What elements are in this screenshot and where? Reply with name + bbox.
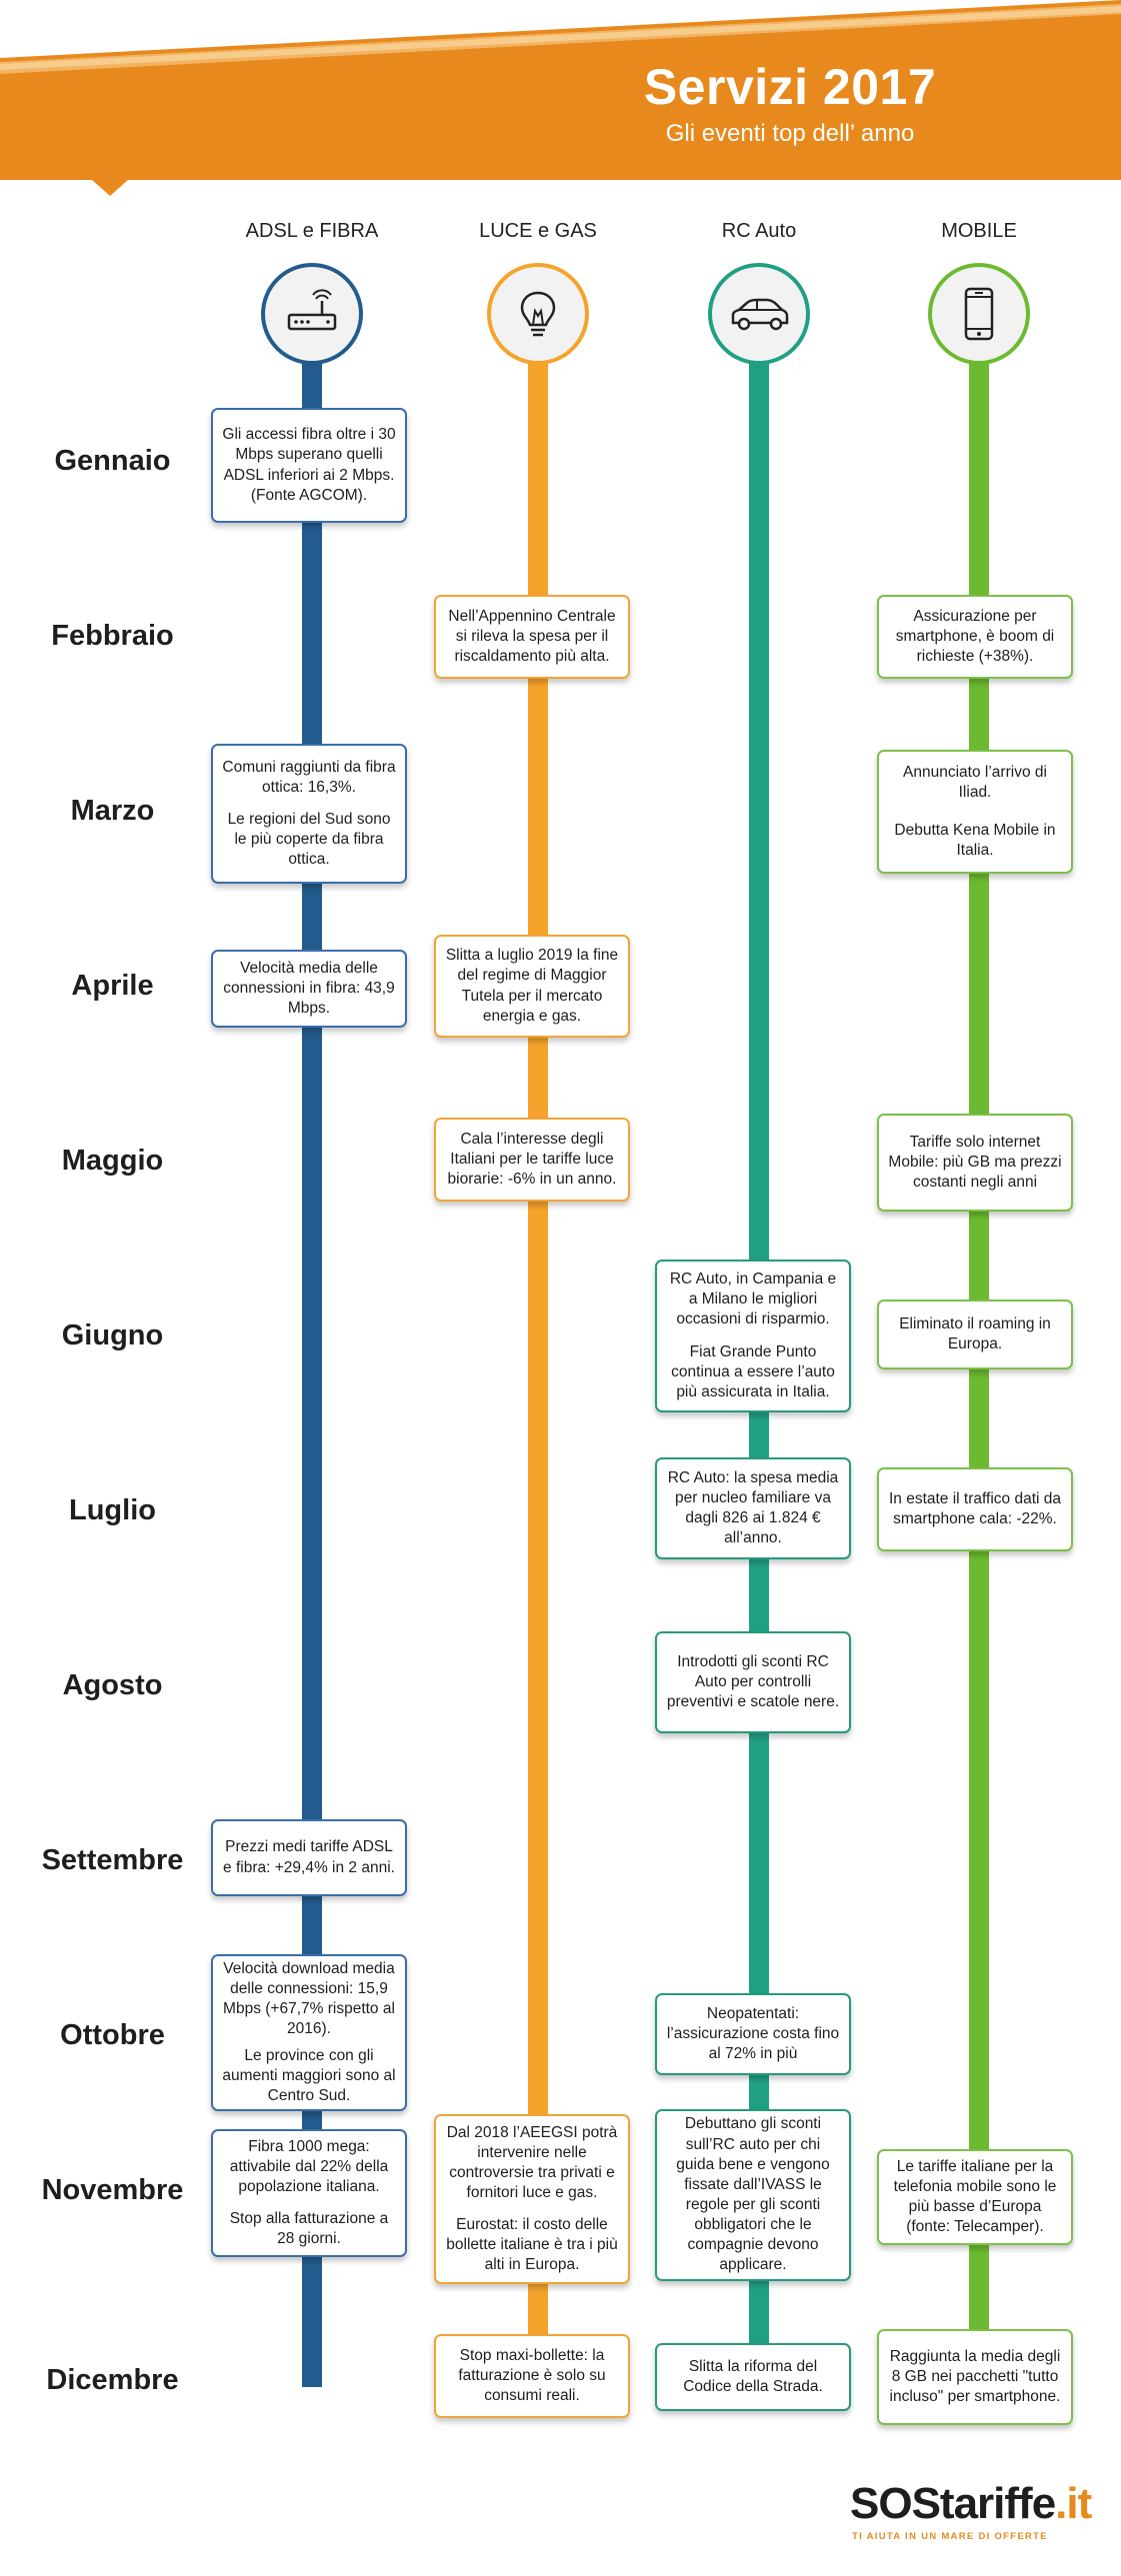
event-text: Tariffe solo internet Mobile: più GB ma … [888, 1133, 1062, 1192]
event-card-rc-dicembre: Slitta la riforma del Codice della Strad… [655, 2343, 851, 2411]
event-text: Eurostat: il costo delle bollette italia… [446, 2216, 618, 2274]
event-text: Debutta Kena Mobile in Italia. [894, 822, 1056, 860]
month-label-novembre: Novembre [41, 2174, 184, 2206]
event-card-mobile-dicembre: Raggiunta la media degli 8 GB nei pacche… [877, 2329, 1073, 2425]
event-text: Neopatentati: l’assicurazione costa fino… [666, 2004, 840, 2063]
month-label-dicembre: Dicembre [46, 2364, 179, 2396]
page-subtitle: Gli eventi top dell’ anno [665, 120, 915, 147]
event-text: Gli accessi fibra oltre i 30 Mbps supera… [222, 426, 396, 504]
month-label-giugno: Giugno [61, 1319, 164, 1351]
event-card-mobile-marzo: Annunciato l’arrivo di Iliad. Debutta Ke… [877, 750, 1073, 874]
event-card-adsl-aprile: Velocità media delle connessioni in fibr… [211, 950, 407, 1028]
month-label-settembre: Settembre [41, 1844, 184, 1876]
event-text: Raggiunta la media degli 8 GB nei pacche… [889, 2347, 1061, 2406]
event-text: Nell’Appennino Centrale si rileva la spe… [448, 607, 616, 666]
event-text: Dal 2018 l’AEEGSI potrà intervenire nell… [446, 2123, 618, 2201]
brand-logo: SOStariffe.it TI AIUTA IN UN MARE DI OFF… [850, 2479, 1092, 2542]
column-header-luce: LUCE e GAS [479, 220, 597, 242]
logo-wordmark: SOStariffe.it [850, 2479, 1092, 2529]
event-text: RC Auto, in Campania e a Milano le migli… [669, 1271, 837, 1328]
event-card-luce-febbraio: Nell’Appennino Centrale si rileva la spe… [434, 595, 630, 679]
event-card-rc-giugno: RC Auto, in Campania e a Milano le migli… [655, 1260, 851, 1412]
event-card-rc-ottobre: Neopatentati: l’assicurazione costa fino… [655, 1993, 851, 2075]
event-card-rc-luglio: RC Auto: la spesa media per nucleo famil… [655, 1457, 851, 1559]
event-card-luce-dicembre: Stop maxi-bollette: la fatturazione è so… [434, 2334, 630, 2418]
event-text: Velocità media delle connessioni in fibr… [223, 959, 395, 1018]
event-card-rc-novembre: Debuttano gli sconti sull’RC auto per ch… [655, 2109, 851, 2281]
event-text: Debuttano gli sconti sull’RC auto per ch… [676, 2115, 830, 2274]
logo-brand: SOStariffe [850, 2479, 1056, 2528]
event-text: Le province con gli aumenti maggiori son… [222, 2046, 396, 2104]
event-card-rc-agosto: Introdotti gli sconti RC Auto per contro… [655, 1631, 851, 1733]
header-background [0, 0, 1121, 196]
month-label-marzo: Marzo [70, 795, 155, 827]
event-card-adsl-ottobre: Velocità download media delle connession… [211, 1954, 407, 2111]
event-card-luce-aprile: Slitta a luglio 2019 la fine del regime … [434, 935, 630, 1038]
event-text: Introdotti gli sconti RC Auto per contro… [666, 1652, 840, 1711]
logo-tld: .it [1055, 2479, 1092, 2528]
event-text: Eliminato il roaming in Europa. [899, 1314, 1051, 1352]
event-card-mobile-novembre: Le tariffe italiane per la telefonia mob… [877, 2149, 1073, 2245]
timeline-luce [528, 360, 548, 2387]
event-card-mobile-giugno: Eliminato il roaming in Europa. [877, 1299, 1073, 1369]
month-label-ottobre: Ottobre [60, 2019, 165, 2051]
event-card-luce-novembre: Dal 2018 l’AEEGSI potrà intervenire nell… [434, 2114, 630, 2284]
event-text: Slitta a luglio 2019 la fine del regime … [445, 947, 619, 1025]
router-icon [261, 263, 363, 365]
month-label-maggio: Maggio [61, 1145, 164, 1177]
event-text: Fiat Grande Punto continua a essere l’au… [671, 1342, 835, 1400]
column-header-rc: RC Auto [721, 220, 797, 242]
event-card-adsl-marzo: Comuni raggiunti da fibra ottica: 16,3%.… [211, 744, 407, 884]
event-text: RC Auto: la spesa media per nucleo famil… [667, 1468, 839, 1547]
event-card-mobile-luglio: In estate il traffico dati da smartphone… [877, 1467, 1073, 1551]
event-text: Annunciato l’arrivo di Iliad. [903, 763, 1047, 801]
event-card-luce-maggio: Cala l’interesse degli Italiani per le t… [434, 1118, 630, 1202]
event-text: Le regioni del Sud sono le più coperte d… [227, 810, 391, 869]
column-header-adsl: ADSL e FIBRA [245, 220, 379, 242]
event-text: Cala l’interesse degli Italiani per le t… [447, 1130, 617, 1189]
event-card-mobile-maggio: Tariffe solo internet Mobile: più GB ma … [877, 1114, 1073, 1212]
month-label-aprile: Aprile [71, 970, 154, 1002]
month-label-agosto: Agosto [62, 1669, 163, 1701]
month-label-gennaio: Gennaio [54, 445, 171, 477]
event-card-adsl-gennaio: Gli accessi fibra oltre i 30 Mbps supera… [211, 408, 407, 523]
header-banner: Servizi 2017 Gli eventi top dell’ anno [0, 0, 1121, 200]
event-text: In estate il traffico dati da smartphone… [888, 1489, 1062, 1527]
event-text: Le tariffe italiane per la telefonia mob… [893, 2157, 1057, 2236]
event-text: Comuni raggiunti da fibra ottica: 16,3%. [222, 758, 396, 796]
event-text: Slitta la riforma del Codice della Strad… [683, 2357, 823, 2395]
event-card-adsl-settembre: Prezzi medi tariffe ADSL e fibra: +29,4%… [211, 1819, 407, 1896]
lightbulb-icon [487, 263, 589, 365]
page-title: Servizi 2017 [643, 59, 937, 115]
event-text: Prezzi medi tariffe ADSL e fibra: +29,4%… [223, 1838, 395, 1876]
event-text: Fibra 1000 mega: attivabile dal 22% dell… [229, 2137, 389, 2195]
car-icon [708, 263, 810, 365]
logo-tagline: TI AIUTA IN UN MARE DI OFFERTE [852, 2531, 1048, 2542]
event-text: Velocità download media delle connession… [223, 1960, 395, 2038]
event-card-mobile-febbraio: Assicurazione per smartphone, è boom di … [877, 595, 1073, 679]
event-text: Assicurazione per smartphone, è boom di … [895, 607, 1055, 666]
month-label-febbraio: Febbraio [51, 620, 174, 652]
column-header-mobile: MOBILE [941, 220, 1017, 242]
event-card-adsl-novembre: Fibra 1000 mega: attivabile dal 22% dell… [211, 2129, 407, 2257]
month-label-luglio: Luglio [69, 1494, 156, 1526]
smartphone-icon [928, 263, 1030, 365]
event-text: Stop alla fatturazione a 28 giorni. [229, 2210, 389, 2248]
event-text: Stop maxi-bollette: la fatturazione è so… [458, 2346, 606, 2405]
